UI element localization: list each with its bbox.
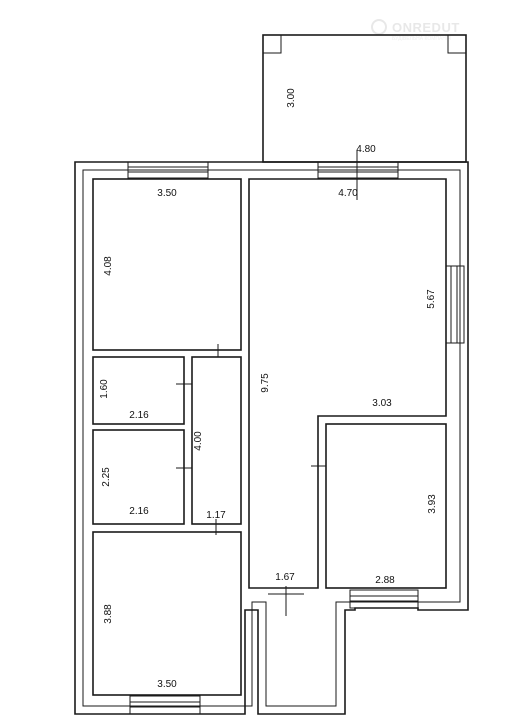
dim-bath-width: 2.16 bbox=[129, 410, 149, 421]
dim-bath-depth: 1.60 bbox=[99, 379, 110, 399]
dim-kitchen-width: 3.03 bbox=[372, 398, 392, 409]
window-right bbox=[445, 265, 465, 344]
dim-bedroom3-width: 2.88 bbox=[375, 575, 395, 586]
dim-bedroom1-depth: 4.08 bbox=[103, 256, 114, 276]
dim-hall-width: 1.17 bbox=[206, 510, 226, 521]
circle-logo-icon bbox=[371, 19, 387, 35]
door-marks bbox=[176, 344, 326, 616]
dim-living-width: 4.70 bbox=[338, 188, 358, 199]
window-top-left bbox=[127, 161, 209, 179]
dim-porch-width: 1.67 bbox=[275, 572, 295, 583]
watermark-brand: ONREDUT bbox=[392, 20, 460, 35]
watermark-sub: БУДІВЕЛЬНА КОМПАНІЯ bbox=[392, 36, 451, 42]
dim-living-depth: 5.67 bbox=[426, 289, 437, 309]
window-top-right bbox=[317, 161, 399, 179]
dimension-labels: 3.00 4.80 4.70 5.67 3.50 4.08 1.60 2.16 … bbox=[99, 88, 438, 690]
terrace bbox=[262, 34, 467, 200]
dim-terrace-width: 4.80 bbox=[356, 144, 376, 155]
window-bottom-left bbox=[129, 695, 201, 715]
dim-wc-width: 2.16 bbox=[129, 506, 149, 517]
dim-bedroom1-width: 3.50 bbox=[157, 188, 177, 199]
dim-wc-depth: 2.25 bbox=[101, 467, 112, 487]
room-living-kitchen bbox=[248, 178, 447, 589]
dim-bedroom2-depth: 3.88 bbox=[103, 604, 114, 624]
room-bedroom-3 bbox=[325, 423, 447, 589]
dim-bedroom3-depth: 3.93 bbox=[427, 494, 438, 514]
dim-bedroom2-width: 3.50 bbox=[157, 679, 177, 690]
dim-kitchen-length: 9.75 bbox=[260, 373, 271, 393]
outer-walls bbox=[74, 161, 469, 715]
dim-hall-length: 4.00 bbox=[193, 431, 204, 451]
windows bbox=[127, 161, 465, 715]
watermark-logo: ONREDUT БУДІВЕЛЬНА КОМПАНІЯ bbox=[371, 19, 460, 42]
dim-terrace-height: 3.00 bbox=[286, 88, 297, 108]
room-bedroom-2 bbox=[92, 531, 242, 696]
window-bottom-right bbox=[349, 589, 419, 609]
room-bedroom-1 bbox=[92, 178, 242, 351]
rooms bbox=[92, 178, 447, 696]
